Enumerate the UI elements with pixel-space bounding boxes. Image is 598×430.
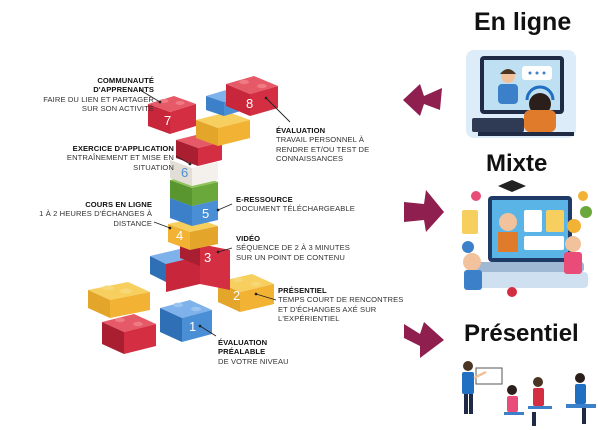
step-number-7: 7 [164,113,171,128]
step-7-title: COMMUNAUTÉ D'APPRENANTS [93,76,154,95]
yellow-loose-brick [88,282,150,318]
online-learning-illustration [466,50,576,138]
step-2-title: PRÉSENTIEL [278,286,327,295]
step-3-title: VIDÉO [236,234,261,243]
brick-7 [148,96,196,134]
step-numbers: 1 2 3 4 5 6 7 8 [164,96,253,334]
step-8-label: ÉVALUATION TRAVAIL PERSONNEL À RENDRE ET… [276,126,390,164]
lego-tower [88,76,278,354]
step-1-description: DE VOTRE NIVEAU [218,356,289,366]
step-7-label: COMMUNAUTÉ D'APPRENANTS FAIRE DU LIEN ET… [40,76,154,114]
step-number-8: 8 [246,96,253,111]
arrow-to-online [403,84,442,116]
blended-learning-illustration [462,180,592,297]
step-number-3: 3 [204,250,211,265]
arrow-to-classroom [404,322,444,358]
step-4-label: COURS EN LIGNE 1 À 2 HEURES D'ÉCHANGES À… [30,200,152,228]
mode-title-online: En ligne [474,8,572,36]
step-7-description: FAIRE DU LIEN ET PARTAGER SUR SON ACTIVI… [43,94,154,114]
brick-1 [160,300,212,342]
step-5-title: E-RESSOURCE [236,195,293,204]
mode-arrows [403,84,444,358]
step-4-title: COURS EN LIGNE [85,200,152,209]
step-number-4: 4 [176,228,183,243]
brick-8 [226,76,278,116]
step-6-label: EXERCICE D'APPLICATION ENTRAÎNEMENT ET M… [34,144,174,172]
step-2-description: TEMPS COURT DE RENCONTRES ET D'ÉCHANGES … [278,295,404,324]
step-6-title: EXERCICE D'APPLICATION [72,144,174,153]
arrow-to-mixed [404,190,444,232]
step-number-2: 2 [233,288,240,303]
step-1-label: ÉVALUATION PRÉALABLE DE VOTRE NIVEAU [218,338,310,366]
step-2-label: PRÉSENTIEL TEMPS COURT DE RENCONTRES ET … [278,286,404,324]
step-number-1: 1 [189,319,196,334]
brick-2 [218,274,274,312]
leader-lines [139,89,291,337]
step-5-label: E-RESSOURCE DOCUMENT TÉLÉCHARGEABLE [236,195,372,214]
step-6-description: ENTRAÎNEMENT ET MISE EN SITUATION [66,153,174,172]
step-8-description: TRAVAIL PERSONNEL À RENDRE ET/OU TEST DE… [276,135,370,164]
red-loose-brick [102,314,156,354]
step-5-description: DOCUMENT TÉLÉCHARGEABLE [236,204,355,214]
step-number-6: 6 [181,165,188,180]
step-8-title: ÉVALUATION [276,126,326,135]
step-3-label: VIDÉO SÉQUENCE DE 2 À 3 MINUTES SUR UN P… [236,234,368,262]
yellow-brick-upper [196,112,250,146]
step-number-5: 5 [202,206,209,221]
classroom-illustration [462,361,596,426]
step-1-title: ÉVALUATION PRÉALABLE [218,338,268,357]
step-3-description: SÉQUENCE DE 2 À 3 MINUTES SUR UN POINT D… [236,243,350,262]
mode-title-mixed: Mixte [486,150,548,177]
mode-title-classroom: Présentiel [464,320,579,347]
step-4-description: 1 À 2 HEURES D'ÉCHANGES À DISTANCE [39,209,152,228]
